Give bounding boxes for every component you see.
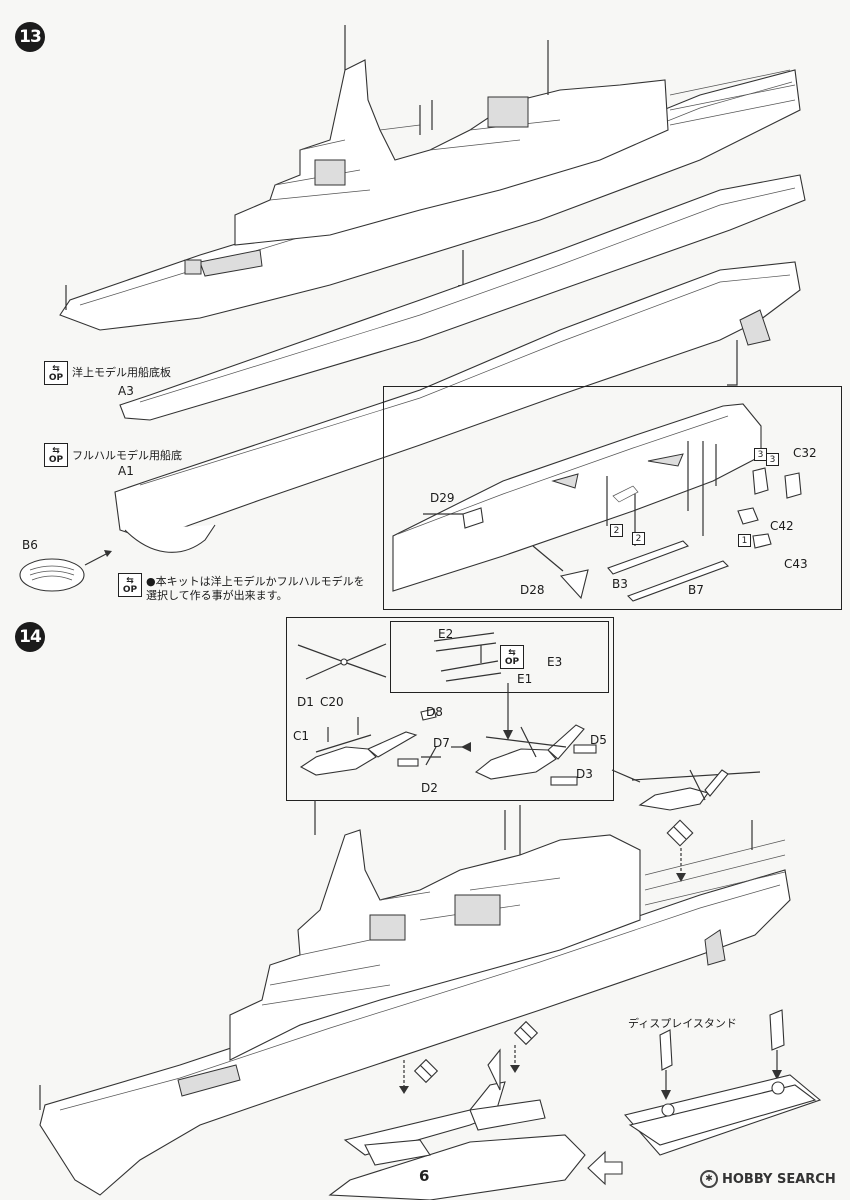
part-label-d2: D2 [421, 781, 438, 795]
part-label-d5: D5 [590, 733, 607, 747]
part-label-d7: D7 [433, 736, 450, 750]
part-label-d29: D29 [430, 491, 455, 505]
part-label-b3: B3 [612, 577, 628, 591]
part-label-c1: C1 [293, 729, 310, 743]
part-label-e1: E1 [517, 672, 533, 686]
option-part-icon: ⇆OP [44, 443, 68, 467]
part-label-c32: C32 [793, 446, 817, 460]
part-label-e2: E2 [438, 627, 454, 641]
rotor-sub-box [390, 621, 609, 693]
part-label-c20: C20 [320, 695, 344, 709]
part-label-d3: D3 [576, 767, 593, 781]
part-label-d28: D28 [520, 583, 545, 597]
option-badge-text: OP [504, 657, 520, 667]
option-badge-text: OP [48, 373, 64, 383]
upper-ship-drawing [59, 25, 801, 331]
part-label-b7: B7 [688, 583, 704, 597]
step-14-badge: 14 [15, 622, 45, 652]
stern-detail-drawing [392, 403, 802, 602]
b6-part-drawing [19, 558, 85, 592]
option-badge-text: OP [122, 585, 138, 595]
step-13-illustration [19, 25, 806, 592]
step-14-illustration [39, 769, 822, 1200]
part-label-c42: C42 [770, 519, 794, 533]
option-fullhull-label: フルハルモデル用船底 [72, 449, 182, 462]
part-label-a3: A3 [118, 384, 134, 398]
sequence-mark-1: 1 [738, 534, 751, 547]
option-part-icon: ⇆OP [44, 361, 68, 385]
part-label-e3: E3 [547, 655, 563, 669]
part-label-b6: B6 [22, 538, 38, 552]
waterline-plate-drawing [119, 174, 806, 421]
lower-ship-drawing [39, 800, 791, 1196]
part-label-d1: D1 [297, 695, 314, 709]
assembly-arrow-icon [587, 1150, 623, 1186]
helicopter-assembly-drawing [297, 632, 597, 786]
option-note-line2: 選択して作る事が出来ます。 [146, 589, 288, 602]
step-13-detail-box [383, 386, 842, 610]
display-stand-label: ディスプレイスタンド [628, 1017, 737, 1030]
sequence-mark-2a: 2 [610, 524, 623, 537]
step-13-badge: 13 [15, 22, 45, 52]
part-label-a1: A1 [118, 464, 134, 478]
option-note-line1: ●本キットは洋上モデルかフルハルモデルを [146, 575, 365, 588]
sequence-mark-3b: 3 [766, 453, 779, 466]
helicopter-assembly-box [286, 617, 614, 801]
hobby-search-logo-icon: ✱ [700, 1170, 718, 1188]
watermark-text: HOBBY SEARCH [722, 1171, 836, 1187]
option-badge-text: OP [48, 455, 64, 465]
part-label-d8: D8 [426, 705, 443, 719]
part-label-c43: C43 [784, 557, 808, 571]
option-part-icon: ⇆OP [118, 573, 142, 597]
option-part-icon: ⇆OP [500, 645, 524, 669]
watermark: ✱ HOBBY SEARCH [700, 1170, 836, 1188]
option-waterline-label: 洋上モデル用船底板 [72, 366, 171, 379]
page-number: 6 [419, 1167, 430, 1185]
sequence-mark-2b: 2 [632, 532, 645, 545]
